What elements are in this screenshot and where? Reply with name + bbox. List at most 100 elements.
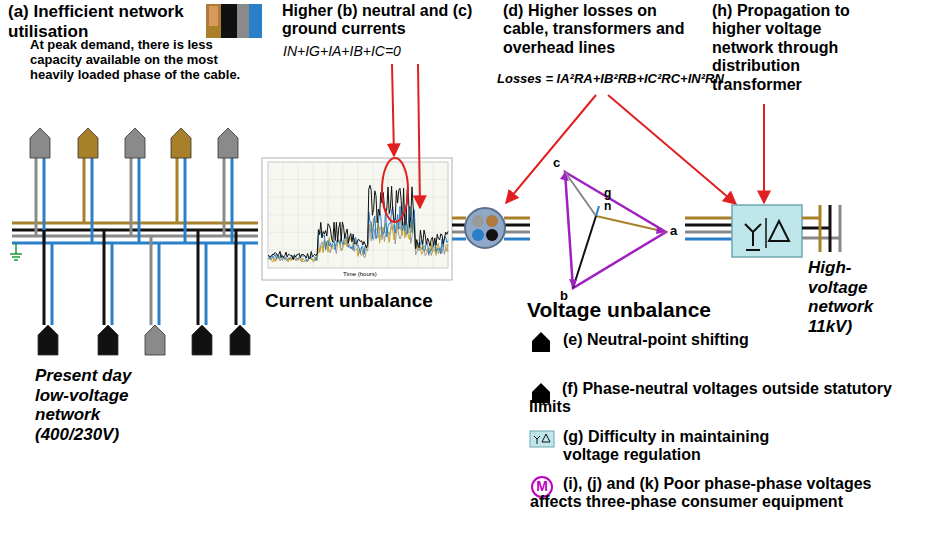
hv-busbar	[839, 205, 842, 252]
service-wire	[111, 243, 114, 325]
busbar	[12, 222, 258, 225]
service-wire	[243, 243, 246, 325]
wire	[685, 217, 732, 220]
hv-busbar	[819, 205, 822, 252]
hv-side	[685, 205, 840, 257]
effect-item: (g) Difficulty in maintaining voltage re…	[563, 428, 825, 465]
house-icon	[171, 128, 191, 158]
house-icon	[230, 325, 250, 355]
chart-frame	[262, 158, 452, 280]
house-icon	[98, 325, 118, 355]
network-label: Present day low-voltage network (400/230…	[35, 366, 170, 444]
neutral-ground	[596, 206, 599, 216]
current-series	[268, 185, 448, 262]
service-wire	[138, 158, 141, 243]
callout-arrow	[392, 64, 394, 156]
transformer-icon	[530, 431, 554, 447]
grid-line	[268, 179, 448, 180]
wire	[504, 224, 530, 227]
hv-busbar	[829, 205, 832, 252]
wire	[802, 227, 830, 230]
service-wire	[235, 230, 238, 325]
wire	[452, 217, 466, 220]
service-wire	[150, 236, 153, 325]
callout-arrows	[392, 64, 764, 208]
service-wire	[83, 158, 86, 223]
cable-cross-section	[452, 208, 530, 248]
grid-line	[268, 197, 448, 198]
current-chart	[262, 158, 452, 280]
brown-core	[486, 215, 498, 227]
house-icon	[192, 325, 212, 355]
effect-heading: (h) Propagation to higher voltage networ…	[712, 2, 882, 94]
service-wire	[130, 158, 133, 236]
effect-item: (e) Neutral-point shifting	[563, 331, 803, 349]
house-icon	[38, 325, 58, 355]
callout-arrow	[608, 95, 736, 204]
wire	[452, 231, 466, 234]
brown-insulation	[206, 26, 221, 38]
callout-arrow	[418, 64, 420, 208]
blue-core	[472, 229, 484, 241]
axis-title: Time (hours)	[343, 271, 377, 278]
note-text: At peak demand, there is less capacity a…	[30, 38, 262, 83]
wire	[504, 231, 530, 234]
service-wire	[103, 230, 106, 325]
phasor-letter: b	[560, 289, 568, 304]
effect-heading: (d) Higher losses on cable, transformers…	[503, 2, 693, 57]
house-icon	[218, 128, 238, 158]
phasor-letter: c	[553, 156, 560, 171]
wire	[685, 238, 732, 241]
earth-symbol	[10, 243, 22, 260]
wire	[685, 231, 732, 234]
house-icon	[532, 332, 550, 352]
phasor-letter: n	[604, 200, 611, 214]
service-wire	[176, 158, 179, 223]
phasor-letter: a	[670, 224, 677, 239]
brown-conductor	[206, 4, 221, 38]
house-icon	[145, 325, 165, 355]
service-wire	[205, 243, 208, 325]
star-winding	[745, 224, 761, 250]
black-core	[486, 229, 498, 241]
service-wire	[91, 158, 94, 243]
effect-heading: Higher (b) neutral and (c) ground curren…	[282, 2, 477, 39]
phasor-b	[573, 216, 596, 288]
grid-line	[268, 214, 448, 215]
transformer-symbol	[534, 434, 550, 444]
wire	[685, 224, 732, 227]
service-wire	[231, 158, 234, 243]
distribution-transformer	[732, 205, 802, 257]
house-icon	[125, 128, 145, 158]
blue-conductor	[249, 4, 262, 38]
service-wire	[184, 158, 187, 243]
effect-item: (f) Phase-neutral voltages outside statu…	[529, 380, 924, 417]
service-wire	[158, 243, 161, 325]
service-wire	[35, 158, 38, 236]
service-wire	[197, 230, 200, 325]
cable-sheath	[465, 208, 505, 248]
voltage-phasor	[560, 172, 666, 288]
busbar	[12, 235, 258, 238]
grey-conductor	[237, 4, 249, 38]
grid-line	[268, 267, 448, 268]
plot-area	[268, 162, 448, 268]
service-wire	[223, 158, 226, 236]
cable-photo	[206, 4, 262, 38]
grey-core	[472, 215, 484, 227]
service-wire	[51, 243, 54, 325]
delta-winding	[769, 221, 789, 241]
grid-lines	[268, 162, 448, 268]
current-trace	[268, 185, 448, 260]
peak-highlight	[382, 158, 408, 222]
service-wire	[43, 230, 46, 325]
motor-letter: M	[532, 478, 552, 494]
phasor-a	[596, 216, 666, 232]
low-voltage-network	[10, 128, 258, 355]
busbar	[12, 229, 258, 232]
effect-heading: (a) Inefficient network utilisation	[8, 2, 213, 41]
phasor-heads	[560, 172, 666, 288]
section-title: Current unbalance	[265, 290, 433, 312]
wire	[504, 238, 530, 241]
